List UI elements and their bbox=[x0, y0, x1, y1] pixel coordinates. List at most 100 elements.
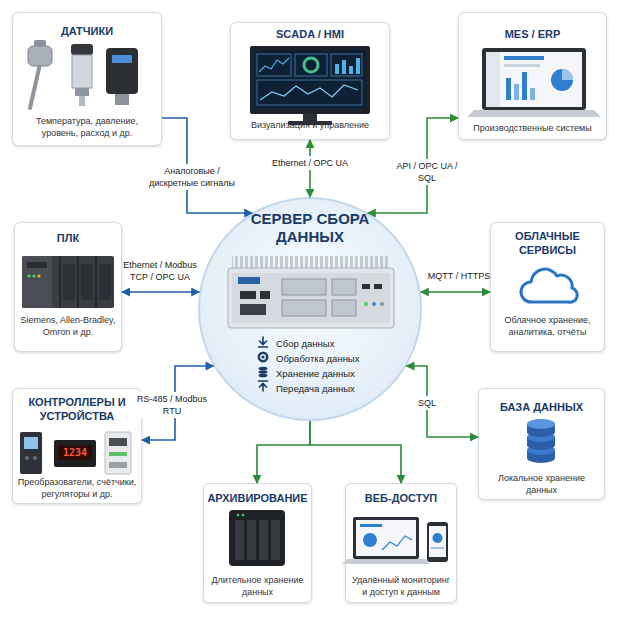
mes-laptop bbox=[467, 48, 601, 117]
screen-header bbox=[360, 524, 382, 527]
sensor-fitting bbox=[115, 94, 129, 105]
screen-panel bbox=[331, 54, 362, 76]
plc-body bbox=[22, 256, 114, 308]
sensor-display bbox=[112, 55, 132, 63]
server-led bbox=[372, 302, 376, 306]
node-description: Визуализация и управление bbox=[235, 119, 385, 131]
node-heading: MES / ERP bbox=[463, 27, 602, 41]
screen-bar bbox=[514, 84, 519, 100]
db-disk bbox=[527, 450, 555, 463]
function-item: Сбор данных bbox=[276, 338, 386, 350]
process-icon-hub bbox=[261, 355, 264, 358]
screen-pie bbox=[551, 69, 573, 91]
db-disk-top bbox=[527, 445, 555, 455]
controller-strip bbox=[109, 452, 127, 456]
function-item: Хранение данных bbox=[276, 368, 386, 380]
screen-gauge bbox=[304, 58, 318, 72]
db-disk-top bbox=[527, 432, 555, 442]
sensors-box: ДАТЧИКИТемпература, давление, уровень, р… bbox=[12, 12, 162, 146]
plc-terminal bbox=[63, 264, 75, 300]
process-icon bbox=[259, 353, 267, 361]
server-front bbox=[232, 273, 390, 323]
plc-led bbox=[37, 274, 40, 277]
plc-cpu bbox=[22, 256, 52, 308]
transfer-icon bbox=[259, 381, 268, 391]
controller-button bbox=[33, 456, 37, 460]
plc-divider bbox=[77, 256, 79, 308]
server-port bbox=[374, 284, 382, 289]
screen-pie bbox=[363, 533, 377, 547]
level-sensor bbox=[106, 48, 138, 105]
server-led bbox=[364, 302, 368, 306]
screen-panel bbox=[257, 54, 291, 76]
connector-arrow bbox=[122, 291, 199, 293]
screen-bar bbox=[342, 60, 346, 74]
laptop-bezel bbox=[353, 517, 419, 559]
connector-arrow bbox=[257, 421, 310, 483]
function-icons bbox=[259, 337, 268, 391]
sensor-probe bbox=[30, 64, 40, 108]
database-icon bbox=[527, 419, 555, 463]
screen-bar bbox=[506, 78, 511, 100]
screen-bar bbox=[335, 64, 339, 74]
connector-arrow bbox=[421, 291, 490, 293]
sensor-head bbox=[28, 46, 52, 66]
node-description: Преобразователи, счётчики, регуляторы и … bbox=[17, 476, 137, 500]
controller-device bbox=[54, 440, 96, 467]
screen-panel bbox=[295, 54, 327, 76]
node-heading: КОНТРОЛЛЕРЫ И УСТРОЙСТВА bbox=[17, 395, 137, 423]
screen-chart bbox=[259, 58, 289, 72]
controller-screen bbox=[24, 437, 38, 449]
nas-bay bbox=[247, 520, 256, 560]
plc-divider bbox=[59, 256, 61, 308]
connector-label: Ethernet / Modbus TCP / OPC UA bbox=[118, 259, 202, 283]
screen-bar bbox=[356, 58, 360, 74]
controller-display bbox=[58, 445, 92, 460]
cloud-box: ОБЛАЧНЫЕ СЕРВИСЫОблачное хранение, анали… bbox=[490, 222, 605, 352]
screen-bar bbox=[530, 88, 535, 100]
server-port bbox=[240, 291, 256, 299]
screen-pie-slice bbox=[562, 69, 573, 80]
connector-label: Аналоговые / дискретные сигналы bbox=[146, 164, 238, 190]
node-description: Удалённый мониторинг и доступ к данным bbox=[350, 574, 452, 598]
function-item: Обработка данных bbox=[276, 353, 386, 365]
function-item: Передача данных bbox=[276, 383, 386, 395]
screen-chart bbox=[260, 85, 358, 100]
scada-box: SCADA / HMIВизуализация и управление bbox=[230, 22, 390, 140]
phone-screen bbox=[429, 526, 446, 557]
server-port bbox=[362, 284, 370, 289]
node-description: Siemens, Allen-Bradley, Omron и др. bbox=[16, 314, 120, 338]
screen-pie bbox=[433, 533, 443, 543]
nas-led bbox=[242, 514, 245, 517]
plc-divider bbox=[95, 256, 97, 308]
plc-terminal bbox=[81, 264, 93, 300]
screen-header bbox=[504, 56, 544, 60]
collect-icon bbox=[259, 337, 268, 347]
storage-icon bbox=[259, 370, 268, 374]
server-bay bbox=[332, 300, 356, 316]
thermocouple-sensor bbox=[28, 40, 52, 108]
sensor-body bbox=[72, 55, 92, 88]
laptop-base bbox=[342, 559, 430, 564]
display-digits: 1234 bbox=[63, 447, 87, 459]
node-description: Облачное хранение, аналитика, отчёты bbox=[495, 314, 600, 338]
nas-storage bbox=[229, 510, 285, 566]
connector-label: RS-485 / Modbus RTU bbox=[135, 392, 209, 418]
plc-terminal bbox=[99, 264, 111, 300]
connector-arrow bbox=[310, 421, 401, 483]
phone-body bbox=[427, 522, 448, 562]
web-box: ВЕБ-ДОСТУПУдалённый мониторинг и доступ … bbox=[345, 483, 457, 603]
monitor-base bbox=[288, 121, 332, 125]
node-heading: ПЛК bbox=[19, 231, 117, 245]
controller-button bbox=[25, 456, 29, 460]
scada-monitor bbox=[250, 46, 370, 125]
node-description: Длительное хранение данных bbox=[208, 574, 307, 598]
connector-label: MQTT / HTTPS bbox=[427, 270, 491, 282]
controller-screen bbox=[109, 438, 127, 446]
node-heading: АРХИВИРОВАНИЕ bbox=[205, 491, 310, 505]
node-heading: СЕРВЕР СБОРА ДАННЫХ bbox=[235, 210, 385, 246]
server-logo bbox=[238, 277, 260, 284]
sensor-cap bbox=[34, 40, 46, 48]
